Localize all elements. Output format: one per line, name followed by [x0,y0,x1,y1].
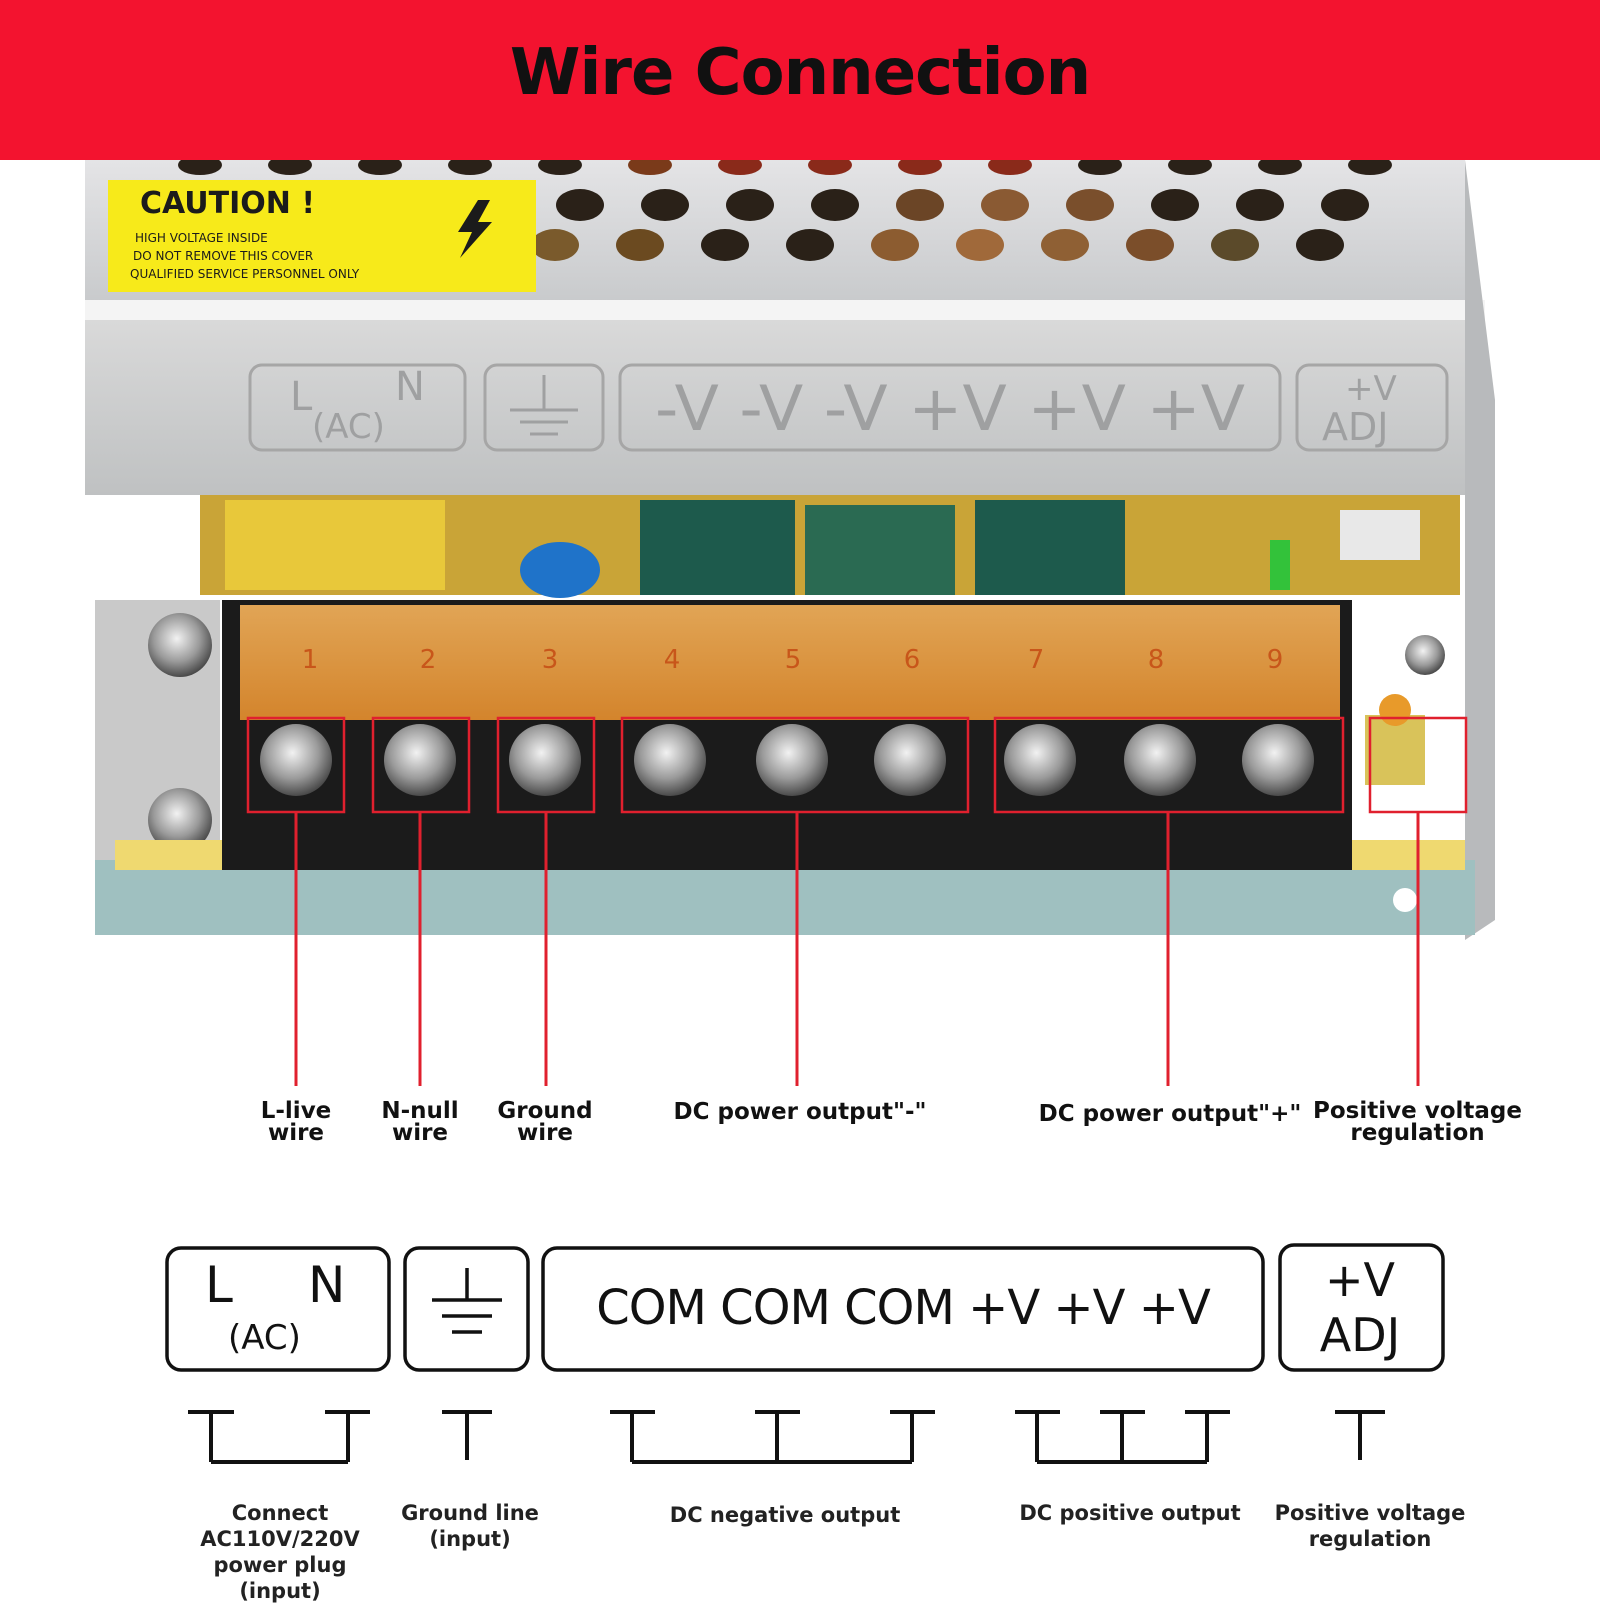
terminal-number-3: 3 [542,645,559,675]
callout-dc-positive: DC power output"+" [1038,1101,1302,1127]
diagram-ac-label: (AC) [228,1318,301,1358]
caution-title: CAUTION ! [140,186,315,221]
diagram-brackets [188,1410,1385,1464]
caution-line-2: DO NOT REMOVE THIS COVER [133,249,313,263]
terminal-number-5: 5 [785,645,802,675]
label-ac-input: Connect AC110V/220V power plug (input) [200,1501,360,1603]
terminal-cover [240,605,1340,720]
terminal-numbers: 1 2 3 4 5 6 7 8 9 [302,645,1284,675]
callout-positive-voltage-regulation: Positive voltage regulation [1313,1098,1522,1146]
caution-label: CAUTION ! HIGH VOLTAGE INSIDE DO NOT REM… [108,180,536,292]
terminal-number-8: 8 [1148,645,1165,675]
base-plate [95,860,1475,935]
embossed-ac: (AC) [312,407,385,447]
highlight-dc-negative [620,716,970,814]
callout-dc-negative: DC power output"-" [673,1099,927,1125]
caution-line-3: QUALIFIED SERVICE PERSONNEL ONLY [130,267,360,281]
label-ground-input: Ground line (input) [401,1501,539,1551]
page-title: Wire Connection [509,36,1091,110]
embossed-ground-icon [510,375,578,436]
embossed-panel [248,363,1449,452]
diagram-adj-v: +V [1324,1253,1395,1307]
diagram-ac-box [165,1246,391,1372]
diagram-output-box [541,1246,1265,1372]
chassis-front [85,300,1485,495]
diagram-ac-n: N [308,1256,346,1314]
terminal-number-2: 2 [420,645,437,675]
callout-l-live-wire: L-live wire [260,1098,332,1146]
terminal-number-9: 9 [1267,645,1284,675]
label-positive-voltage-regulation: Positive voltage regulation [1274,1501,1466,1551]
embossed-l: L [290,374,313,420]
embossed-adj: ADJ [1322,405,1388,449]
diagram-adj-box [1278,1243,1445,1372]
vent-holes [178,160,1392,261]
diagram-ground-icon [432,1268,502,1334]
diagram-ground-box [403,1246,530,1372]
power-supply-photo: CAUTION ! HIGH VOLTAGE INSIDE DO NOT REM… [85,160,1495,940]
embossed-n: N [395,364,425,410]
label-dc-negative: DC negative output [669,1503,901,1527]
terminal-number-4: 4 [664,645,681,675]
header-banner: Wire Connection [0,0,1600,160]
callout-n-null-wire: N-null wire [381,1098,459,1146]
lightning-icon [458,200,492,258]
diagram-adj: ADJ [1319,1308,1401,1362]
callout-ground-wire: Ground wire [497,1098,593,1146]
embossed-adj-v: +V [1345,369,1397,409]
diagram-ac-l: L [205,1256,233,1314]
label-dc-positive: DC positive output [1019,1501,1241,1525]
terminal-number-7: 7 [1028,645,1045,675]
terminal-screws [260,724,1314,796]
terminal-number-1: 1 [302,645,319,675]
embossed-vout: -V -V -V +V +V +V [655,372,1245,445]
diagram-outputs: COM COM COM +V +V +V [596,1280,1211,1336]
terminal-number-6: 6 [904,645,921,675]
caution-line-1: HIGH VOLTAGE INSIDE [135,231,268,245]
